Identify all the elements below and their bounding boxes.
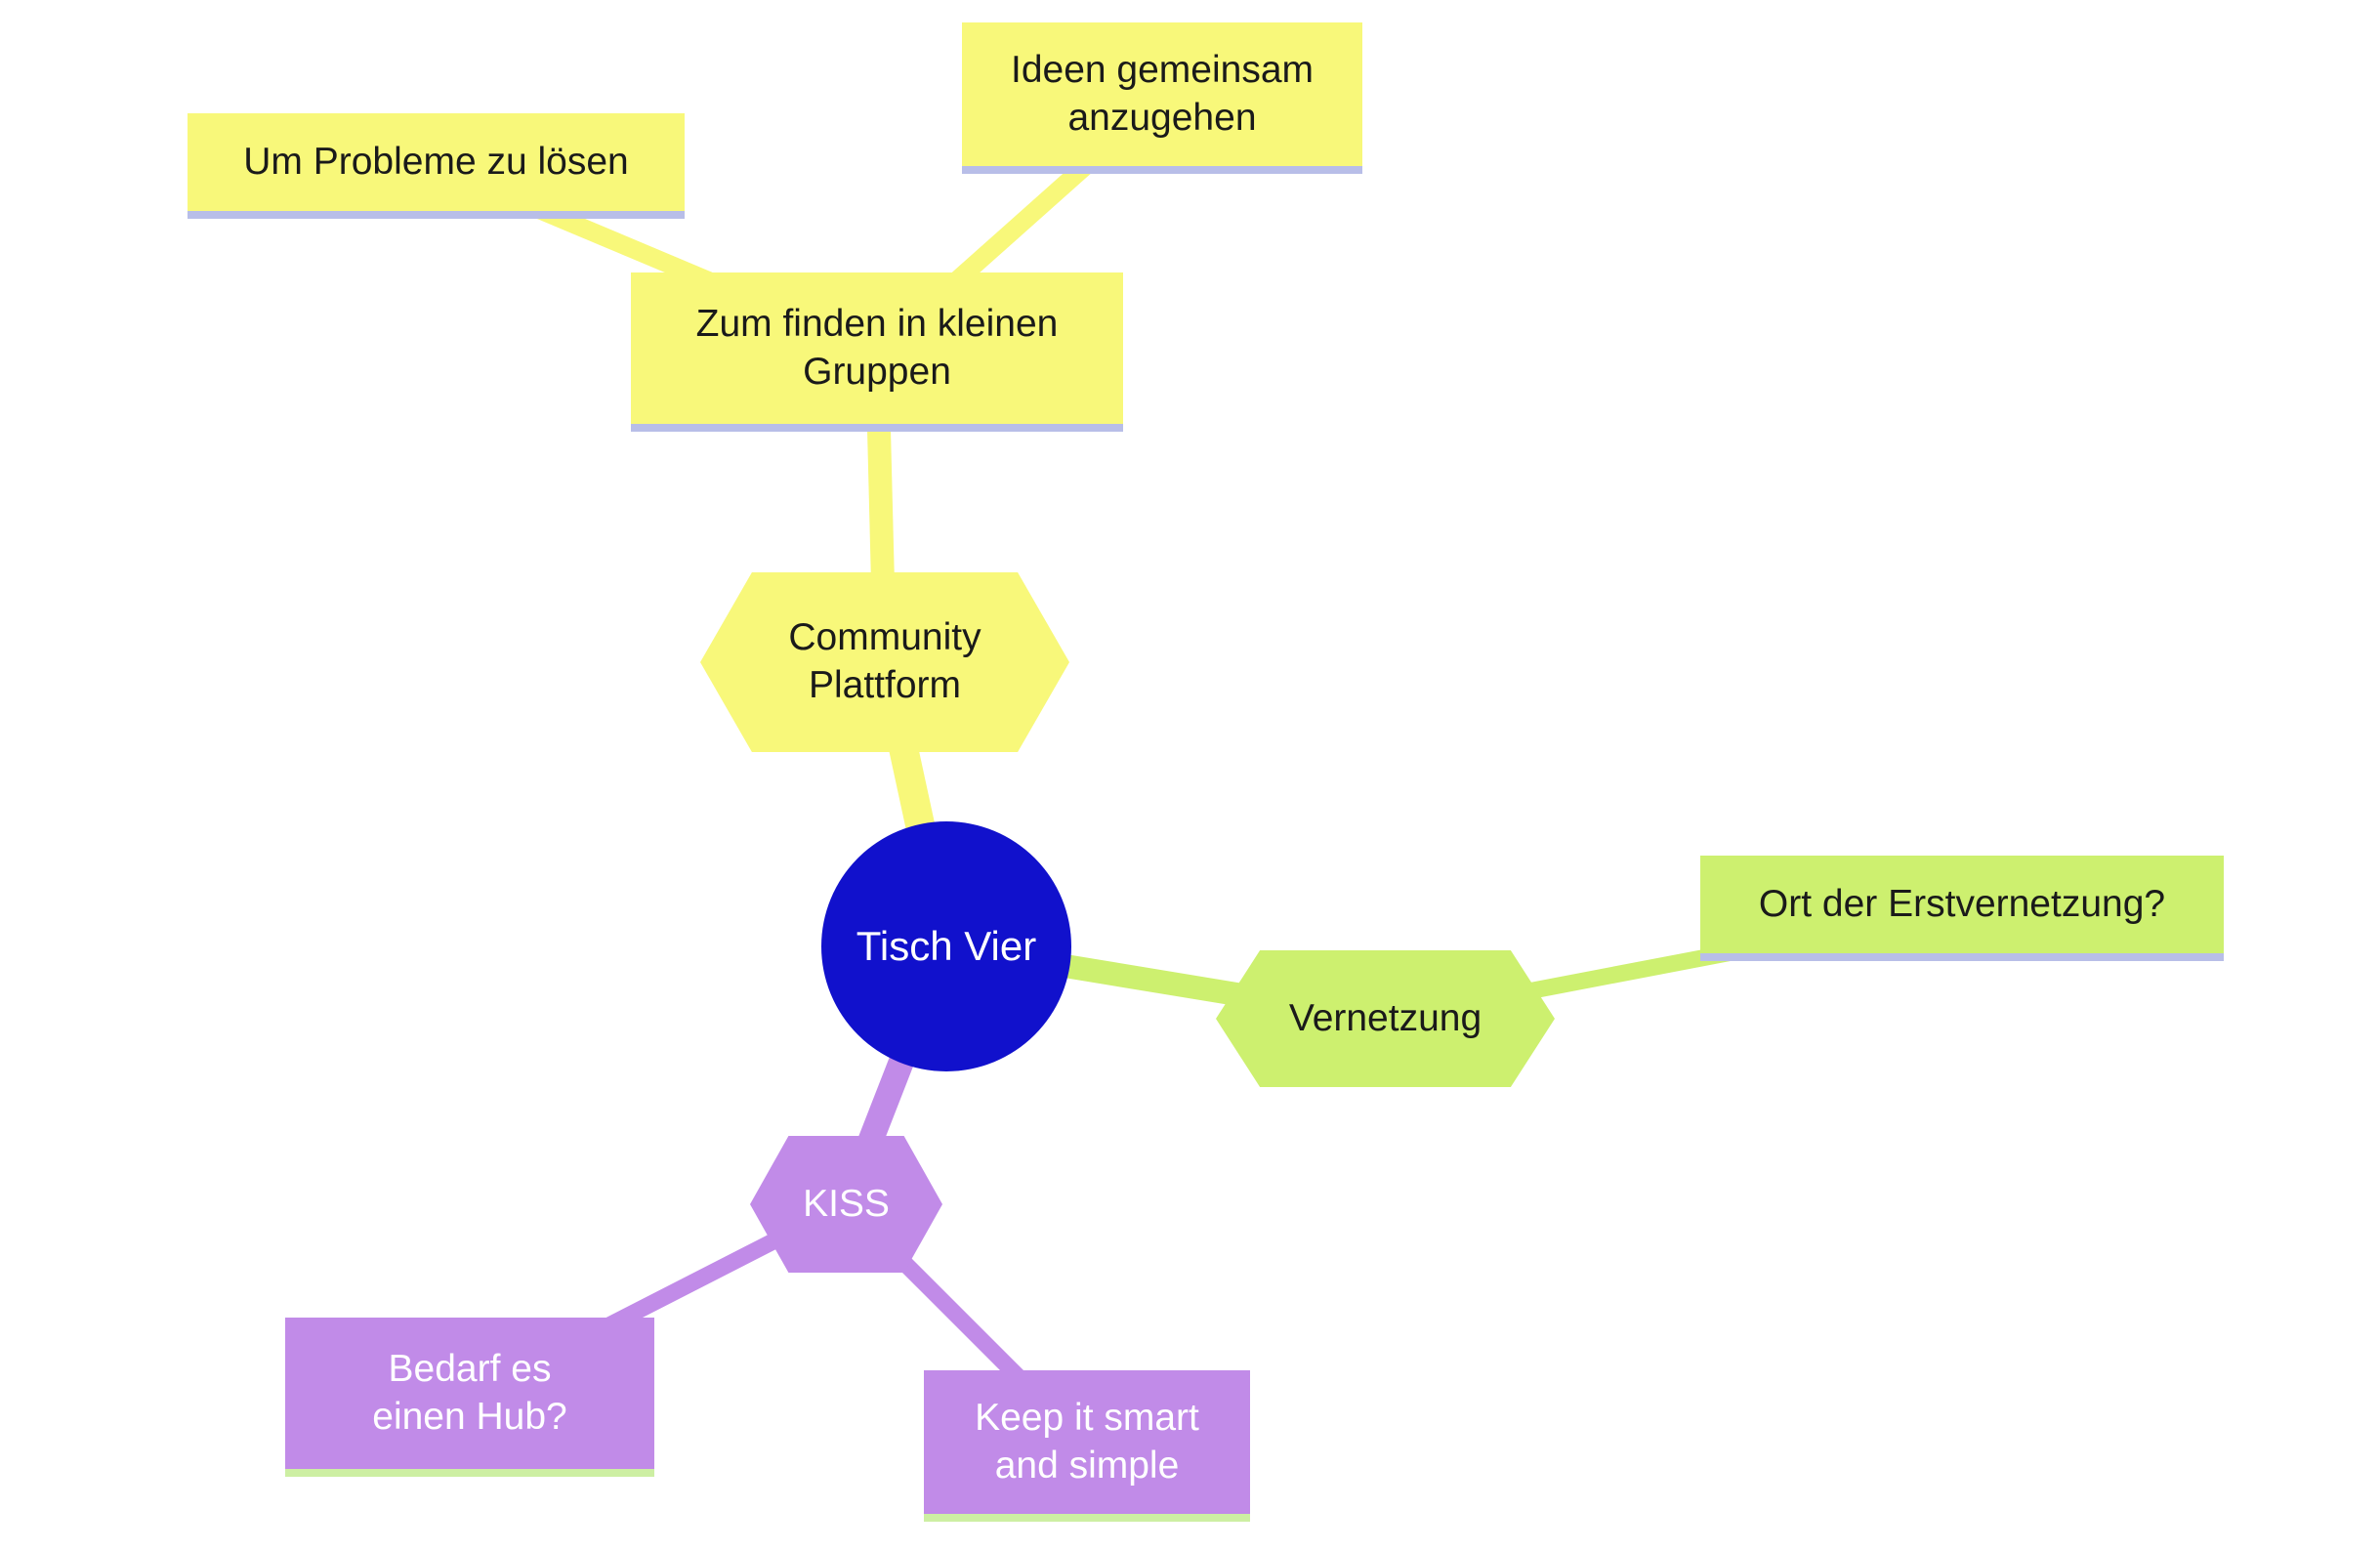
node-ideen-gemeinsam-anzugehen[interactable]: Ideen gemeinsam anzugehen [962,22,1362,174]
node-label: Tisch Vier [856,922,1037,969]
node-zum-finden-in-kleinen-gruppen[interactable]: Zum finden in kleinen Gruppen [631,272,1123,432]
node-tisch-vier[interactable]: Tisch Vier [821,821,1071,1071]
node-label: Vernetzung [1288,996,1482,1039]
node-label: Ideen gemeinsam anzugehen [1010,48,1315,139]
node-ort-der-erstvernetzung[interactable]: Ort der Erstvernetzung? [1700,856,2224,961]
node-label: Zum finden in kleinen Gruppen [695,302,1059,393]
node-kiss[interactable]: KISS [750,1136,942,1273]
node-label: Keep it smart and simple [975,1396,1199,1487]
node-community-plattform[interactable]: Community Plattform [700,572,1069,752]
node-label: KISS [803,1182,890,1225]
node-keep-it-smart-and-simple[interactable]: Keep it smart and simple [924,1370,1250,1522]
node-label: Bedarf es einen Hub? [372,1347,567,1438]
node-label: Um Probleme zu lösen [243,140,629,183]
node-bedarf-es-einen-hub[interactable]: Bedarf es einen Hub? [285,1318,654,1477]
node-label: Ort der Erstvernetzung? [1758,882,2166,925]
node-label: Community Plattform [788,616,981,706]
node-vernetzung[interactable]: Vernetzung [1216,950,1555,1087]
node-um-probleme-zu-loesen[interactable]: Um Probleme zu lösen [188,113,685,219]
